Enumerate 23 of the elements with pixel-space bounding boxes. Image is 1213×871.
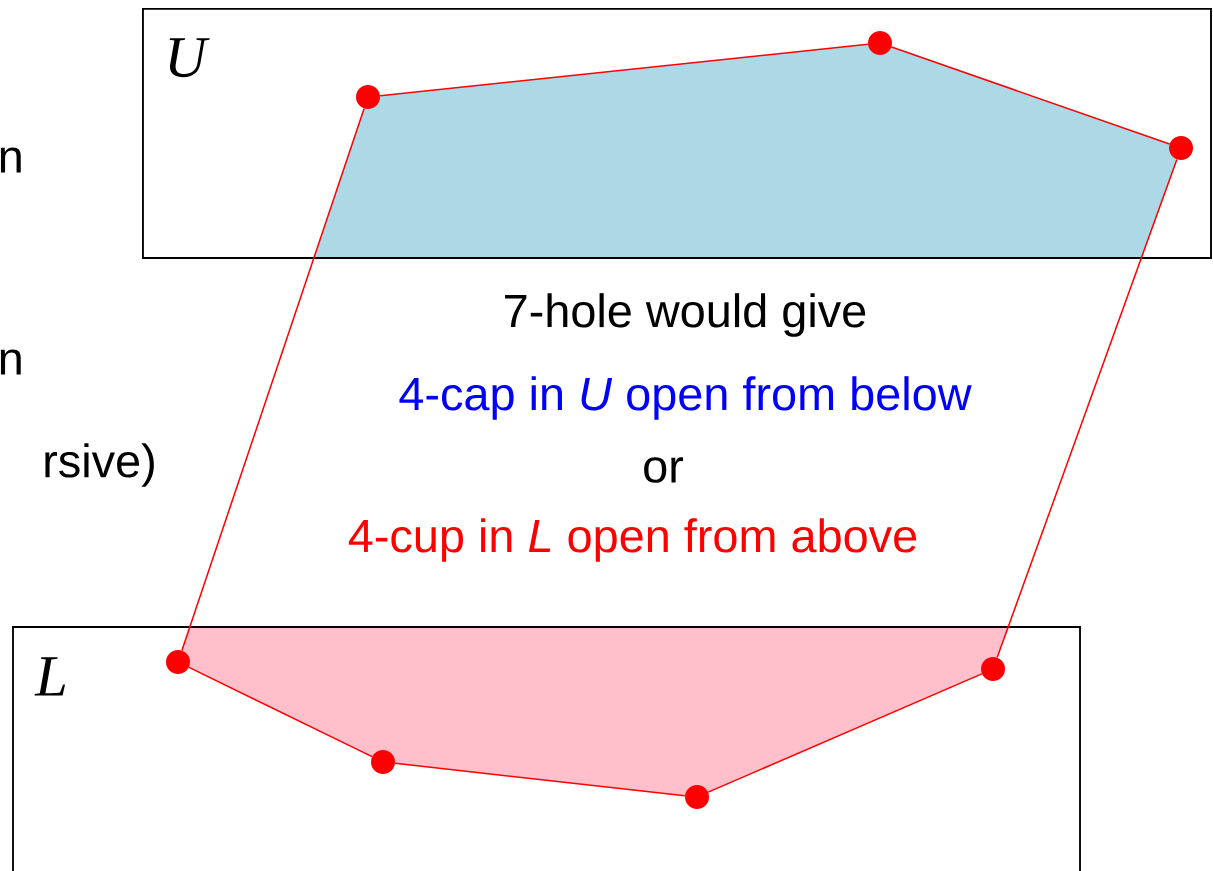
polygon-edge [890, 46, 1171, 145]
point-dot [166, 650, 190, 674]
point-dot [371, 750, 395, 774]
region-box: U [142, 8, 1212, 259]
point-dot [685, 785, 709, 809]
text-line: 4-cup in L open from above [348, 518, 917, 562]
point-dot [981, 657, 1005, 681]
text-line: 4-cap in U open from below [399, 376, 972, 420]
point-dot [1169, 136, 1193, 160]
point-dot [868, 31, 892, 55]
polygon-edge [996, 158, 1178, 659]
point-dot [356, 85, 380, 109]
polygon-edge [188, 666, 373, 758]
polygon-edge [707, 673, 983, 793]
text-line: n [0, 349, 21, 375]
text-line: n [0, 147, 21, 173]
polygon-edge [379, 43, 869, 97]
text-line: rsive) [45, 443, 154, 487]
polygon-edge [394, 762, 686, 797]
text-line: 7-hole would give [505, 293, 866, 337]
text-line: or [644, 457, 684, 483]
polygon-edge [181, 107, 365, 652]
region-box: L [12, 626, 1081, 871]
